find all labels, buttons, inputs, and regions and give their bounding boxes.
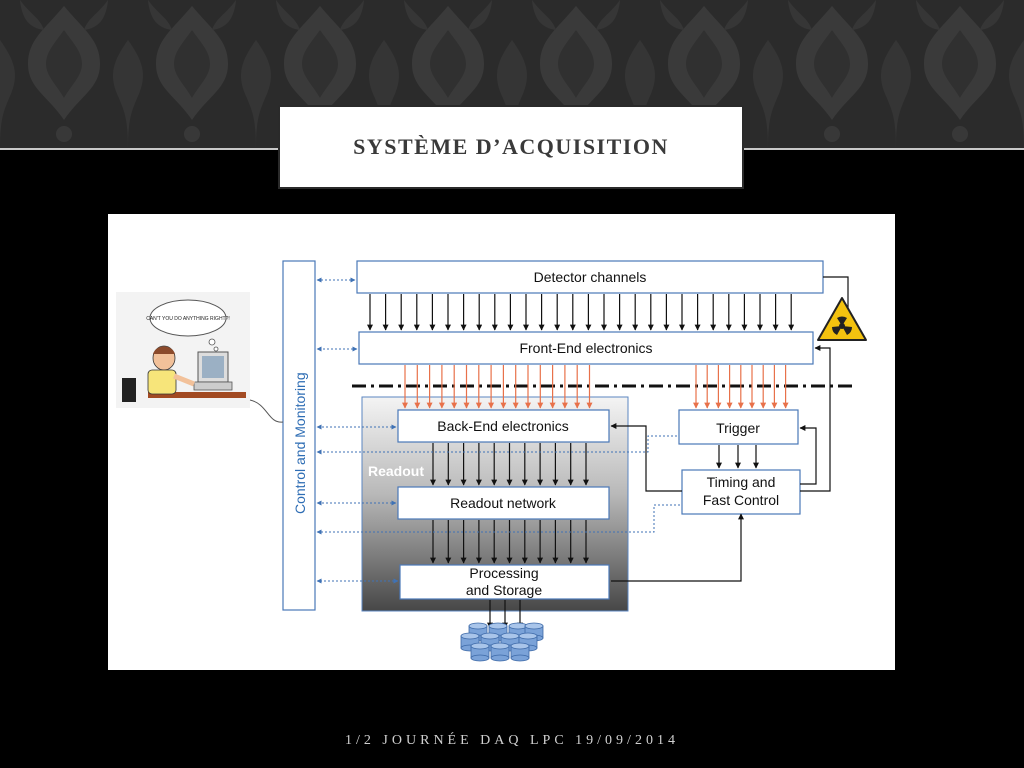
timing-label-1: Timing and [707,474,776,490]
cartoon-caption: CAN'T YOU DO ANYTHING RIGHT?! [146,316,230,322]
front-end-label: Front-End electronics [519,340,652,356]
readout-chain-arrows [430,443,589,629]
readout-network-label: Readout network [450,495,557,511]
control-monitoring-bar [282,260,316,611]
frontend-signal-arrows [402,365,789,409]
storage-disk [510,642,530,662]
storage-disk [490,642,510,662]
block-processing-storage [399,564,610,600]
block-front-end [358,331,814,365]
slide-title: SYSTÈME D’ACQUISITION [353,134,669,159]
block-readout-network [397,486,610,520]
readout-label: Readout [368,463,424,479]
back-end-label: Back-End electronics [437,418,569,434]
control-monitoring-label: Control and Monitoring [292,372,308,514]
processing-label-1: Processing [469,565,538,581]
trigger-label: Trigger [716,420,760,436]
radiation-hazard-icon [817,297,867,341]
daq-diagram: Readout Control and Monitoring Detector … [108,214,895,670]
detector-to-frontend-arrows [367,294,795,331]
block-back-end [397,409,610,443]
block-detector-channels [356,260,824,294]
feedback-lines [610,276,849,582]
title-box: SYSTÈME D’ACQUISITION [278,105,744,189]
timing-label-2: Fast Control [703,492,779,508]
slide-footer: 1/2 JOURNÉE DAQ LPC 19/09/2014 [345,733,679,748]
cartoon-operator: CAN'T YOU DO ANYTHING RIGHT?! [116,292,250,408]
storage-disks-icon [460,622,544,662]
block-timing-fast-control [681,469,801,515]
storage-disk [470,642,490,662]
control-dotted-arrows [316,277,680,584]
block-trigger [678,409,799,445]
trigger-to-timing-arrows [716,445,759,469]
operator-cable [249,399,284,423]
processing-label-2: and Storage [466,582,542,598]
detector-channels-label: Detector channels [534,269,647,285]
